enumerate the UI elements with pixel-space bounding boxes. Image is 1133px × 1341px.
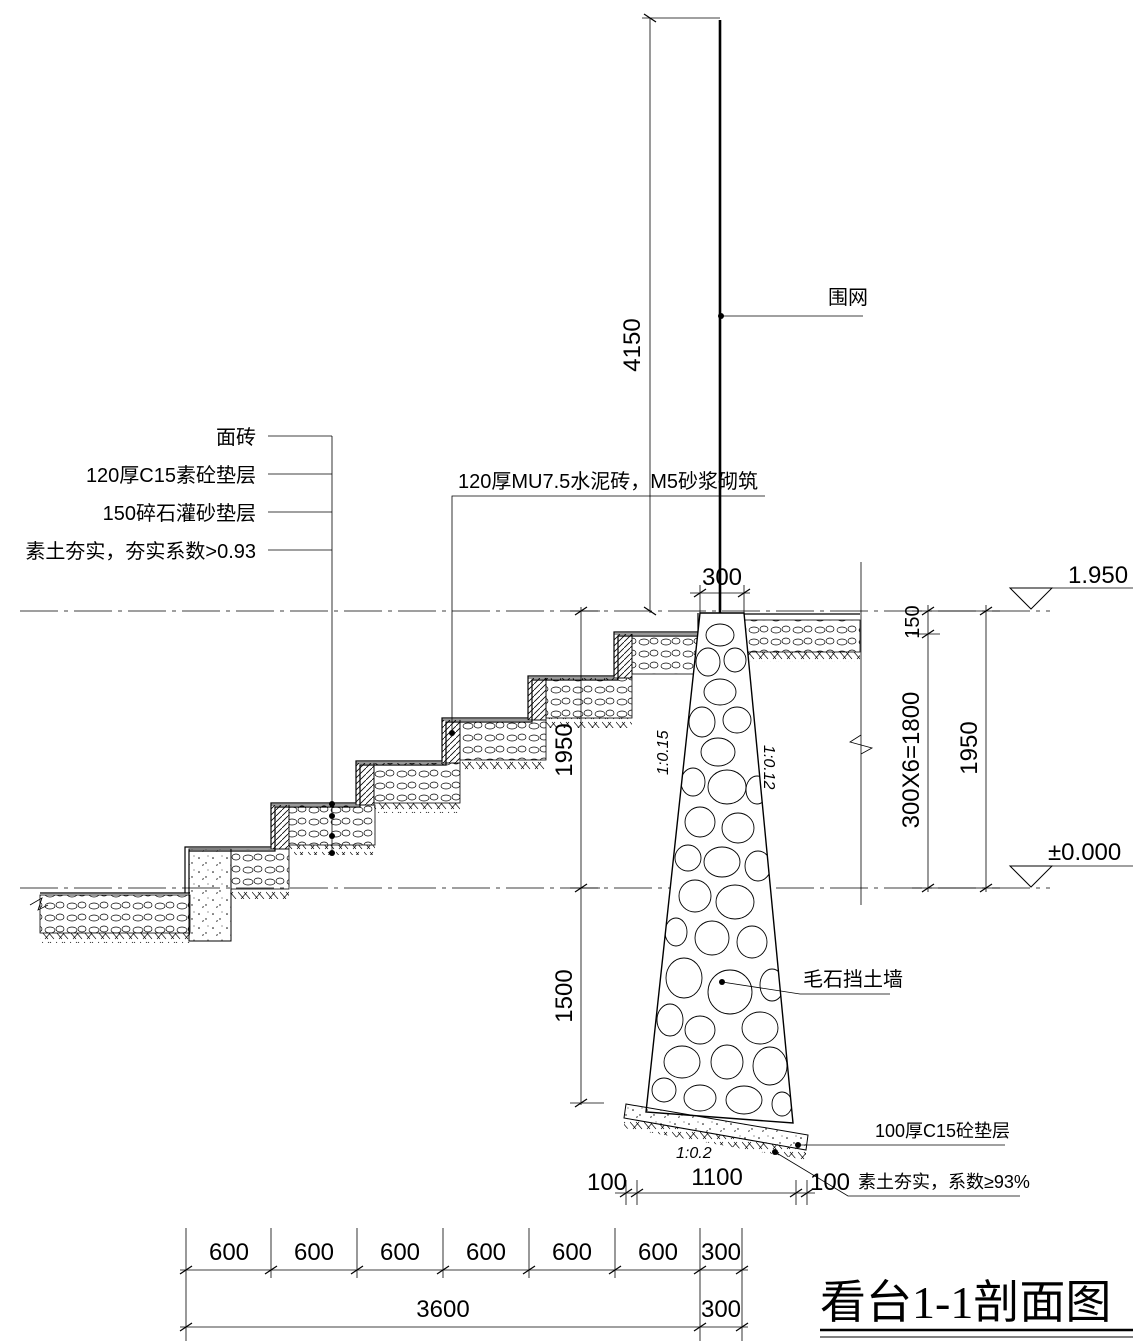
- base-soil-label: 素土夯实，系数≥93%: [858, 1172, 1030, 1192]
- dim-steps-total-value: 300X6=1800: [898, 692, 925, 829]
- gravel-label: 150碎石灌砂垫层: [103, 502, 256, 525]
- dim-base: [615, 1180, 815, 1205]
- c15-cushion-label: 120厚C15素砼垫层: [86, 464, 256, 487]
- dim-wall-top-value: 300: [702, 564, 742, 591]
- elevation-top-value: 1.950: [1068, 562, 1128, 589]
- left-break: [29, 897, 49, 911]
- tile-label: 面砖: [216, 426, 256, 449]
- layer-callout: [268, 435, 335, 856]
- slope-base: 1:0.2: [676, 1145, 712, 1162]
- right-earth: [745, 652, 860, 662]
- dim-total-right-value: 1950: [956, 721, 983, 774]
- drawing-title: 看台1-1剖面图: [820, 1277, 1111, 1328]
- right-gravel-layer: [744, 619, 861, 653]
- rubble-retaining-wall: [623, 612, 809, 1160]
- break-symbol: [849, 734, 874, 755]
- soil-label: 素土夯实，夯实系数>0.93: [25, 540, 256, 563]
- dim-wall-width: 300: [701, 1239, 741, 1266]
- dim-tread-1: 600: [209, 1239, 249, 1266]
- dim-fence-height-value: 4150: [619, 318, 646, 371]
- dim-base-mid-value: 1100: [691, 1164, 743, 1191]
- elevation-top: [1008, 587, 1133, 610]
- dim-fence-height: [642, 13, 720, 616]
- brick-dot: [449, 730, 455, 736]
- slope-right: 1:0.12: [760, 745, 777, 790]
- brick-leader: [451, 495, 765, 733]
- base-soil-leader: [774, 1151, 1020, 1197]
- dim-base-left-value: 100: [587, 1169, 627, 1196]
- dim-footing-depth-value: 1500: [551, 969, 578, 1022]
- dim-wall-top: [690, 585, 751, 613]
- wall-leader: [721, 981, 890, 995]
- slope-left: 1:0.15: [655, 730, 672, 775]
- elevation-ground: [1008, 865, 1133, 888]
- dim-tread-5: 600: [552, 1239, 592, 1266]
- wall-label: 毛石挡土墙: [803, 968, 903, 991]
- dim-top-layer-value: 150: [902, 605, 924, 638]
- dim-tread-6: 600: [638, 1239, 678, 1266]
- brick-label: 120厚MU7.5水泥砖，M5砂浆砌筑: [458, 470, 758, 493]
- dim-wall-width-2: 300: [701, 1296, 741, 1323]
- fence-label: 围网: [828, 287, 868, 309]
- elevation-ground-value: ±0.000: [1048, 839, 1121, 866]
- dim-tread-3: 600: [380, 1239, 420, 1266]
- stepped-seating: [184, 613, 700, 942]
- dim-left-vertical: [570, 606, 604, 1108]
- base-cushion-label: 100厚C15砼垫层: [875, 1121, 1010, 1141]
- left-gravel-layer: [39, 894, 191, 934]
- dim-tread-total: 3600: [416, 1296, 469, 1323]
- dim-tread-4: 600: [466, 1239, 506, 1266]
- dim-base-right-value: 100: [810, 1169, 850, 1196]
- dim-tread-2: 600: [294, 1239, 334, 1266]
- left-earth: [40, 933, 190, 943]
- dim-treads: [179, 1228, 749, 1341]
- dim-right-vertical: [912, 605, 1000, 893]
- dim-step-height-value: 1950: [551, 723, 578, 776]
